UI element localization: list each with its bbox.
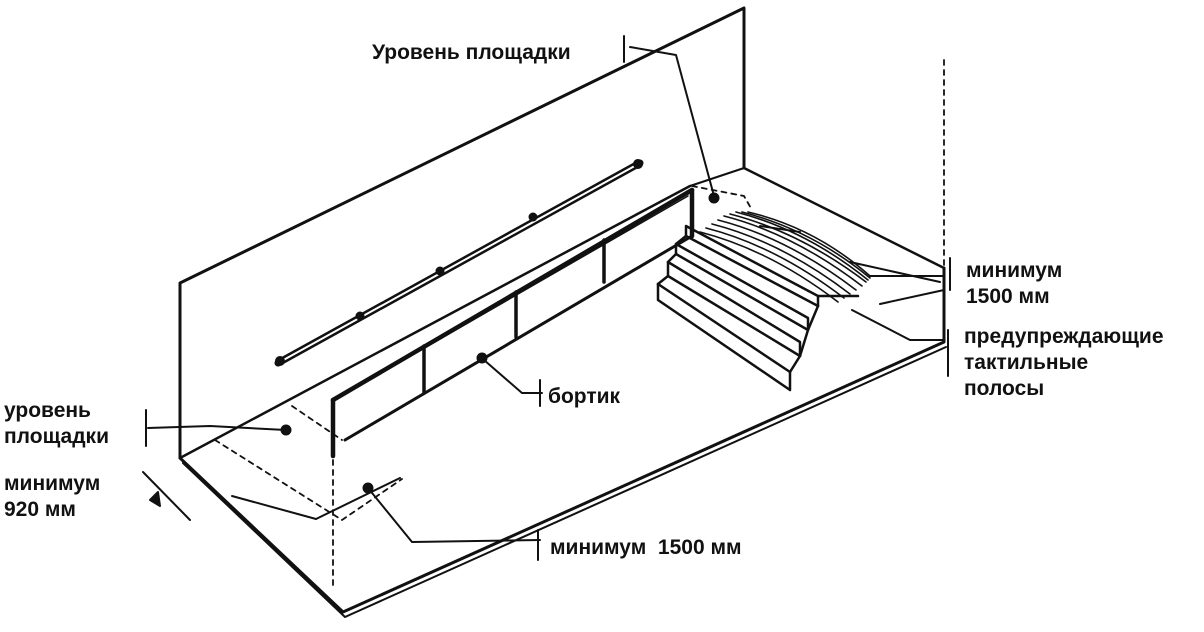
stairs (656, 224, 860, 392)
leader-lines (147, 46, 945, 543)
tactile-strips (699, 211, 871, 303)
min-1500-bottom-label: минимум 1500 мм (550, 536, 742, 559)
floor-outline (178, 166, 947, 618)
label-ticks (145, 35, 951, 561)
top-platform-level-label: Уровень площадки (372, 41, 571, 64)
dimension-lines (142, 225, 945, 521)
min-920-label: минимум 920 мм (4, 472, 101, 521)
ramp-curb (330, 187, 695, 459)
landing-outlines (214, 59, 945, 591)
curb-label: бортик (548, 385, 621, 408)
wall-handrail (274, 159, 644, 367)
back-wall (178, 6, 746, 460)
min-1500-right-label: минимум 1500 мм (966, 259, 1063, 308)
left-platform-level-label: уровень площадки (4, 399, 109, 448)
tactile-strips-label: предупреждающие тактильные полосы (964, 325, 1164, 400)
